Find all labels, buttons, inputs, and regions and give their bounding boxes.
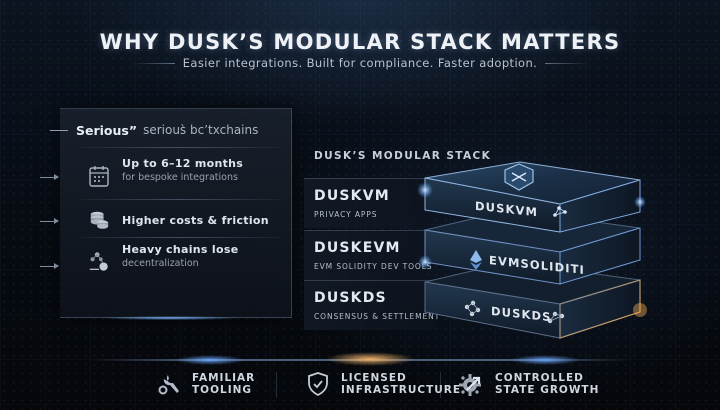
layer-name: DUSKVM (314, 188, 390, 204)
shield-check-icon (304, 370, 332, 398)
stack-heading: DUSK’S MODULAR STACK (314, 150, 492, 162)
feature-line1: LICENSED (341, 372, 407, 384)
problem-item: Higher costs & friction (40, 203, 291, 239)
stack-layer-label: DUSKDS CONSENSUS & SETTLEMENT (304, 280, 439, 330)
feature-licensed-infrastructure: LICENSED INFRASTRUCTURE (304, 370, 461, 398)
problems-heading: Serious” serious̀ bc’txchains (50, 119, 291, 141)
layer-description: PRIVACY APPS (314, 210, 378, 219)
feature-text: FAMILIAR TOOLING (192, 372, 255, 396)
subtitle-rule-left (130, 62, 175, 64)
feature-line1: FAMILIAR (192, 372, 256, 384)
layer-description: EVM SOLIDITY DEV TOOLS (314, 262, 433, 271)
panel-glow (100, 316, 240, 320)
problem-subtitle: decentralization (122, 258, 199, 269)
arrow-icon (40, 174, 59, 180)
subtitle-row: Easier integrations. Built for complianc… (0, 56, 720, 70)
layer-description: CONSENSUS & SETTLEMENT (314, 312, 441, 321)
coins-icon (88, 209, 110, 231)
calendar-icon (88, 165, 110, 187)
wrench-icon (155, 370, 183, 398)
feature-line2: STATE GROWTH (495, 384, 600, 396)
feature-line2: TOOLING (192, 384, 253, 396)
stack-layer-label: DUSKVM PRIVACY APPS (304, 178, 430, 228)
problem-subtitle: for bespoke integrations (122, 172, 238, 183)
problems-heading-secondary: serious̀ bc’txchains (143, 123, 259, 137)
problem-text: Heavy chains lose decentralization (122, 243, 238, 269)
feature-line2: INFRASTRUCTURE (341, 384, 462, 396)
layer-name: DUSKDS (314, 290, 387, 306)
glow-gold (325, 352, 415, 366)
divider (80, 199, 281, 200)
divider (80, 147, 281, 148)
divider (440, 372, 441, 398)
problem-title: Up to 6–12 months (122, 157, 244, 170)
arrow-icon (40, 218, 59, 224)
problems-heading-primary: Serious” (76, 122, 138, 138)
feature-text: CONTROLLED STATE GROWTH (495, 372, 599, 396)
feature-line1: CONTROLLED (495, 372, 584, 384)
subtitle-rule-right (545, 62, 590, 64)
problem-text: Up to 6–12 months for bespoke integratio… (122, 157, 243, 183)
glow-blue (175, 355, 245, 365)
page-subtitle: Easier integrations. Built for complianc… (182, 56, 538, 70)
problem-text: Higher costs & friction (122, 214, 269, 227)
heading-dash (50, 129, 68, 131)
feature-text: LICENSED INFRASTRUCTURE (341, 372, 461, 396)
gear-growth-icon (458, 370, 486, 398)
divider (276, 372, 277, 398)
problem-title: Higher costs & friction (122, 214, 269, 227)
feature-familiar-tooling: FAMILIAR TOOLING (155, 370, 255, 398)
network-nodes-icon (88, 251, 110, 273)
problem-item: Up to 6–12 months for bespoke integratio… (40, 157, 291, 197)
divider (80, 237, 281, 238)
problems-panel: Serious” serious̀ bc’txchains Up to 6–12… (40, 108, 292, 318)
problem-item: Heavy chains lose decentralization (40, 241, 291, 285)
page-title: WHY DUSK’S MODULAR STACK MATTERS (99, 30, 621, 54)
problem-title: Heavy chains lose (122, 243, 239, 256)
glow-blue (510, 355, 580, 365)
stack-layer-label: DUSKEVM EVM SOLIDITY DEV TOOLS (304, 230, 432, 280)
layer-name: DUSKEVM (314, 240, 401, 256)
feature-controlled-state-growth: CONTROLLED STATE GROWTH (458, 370, 599, 398)
arrow-icon (40, 263, 59, 269)
